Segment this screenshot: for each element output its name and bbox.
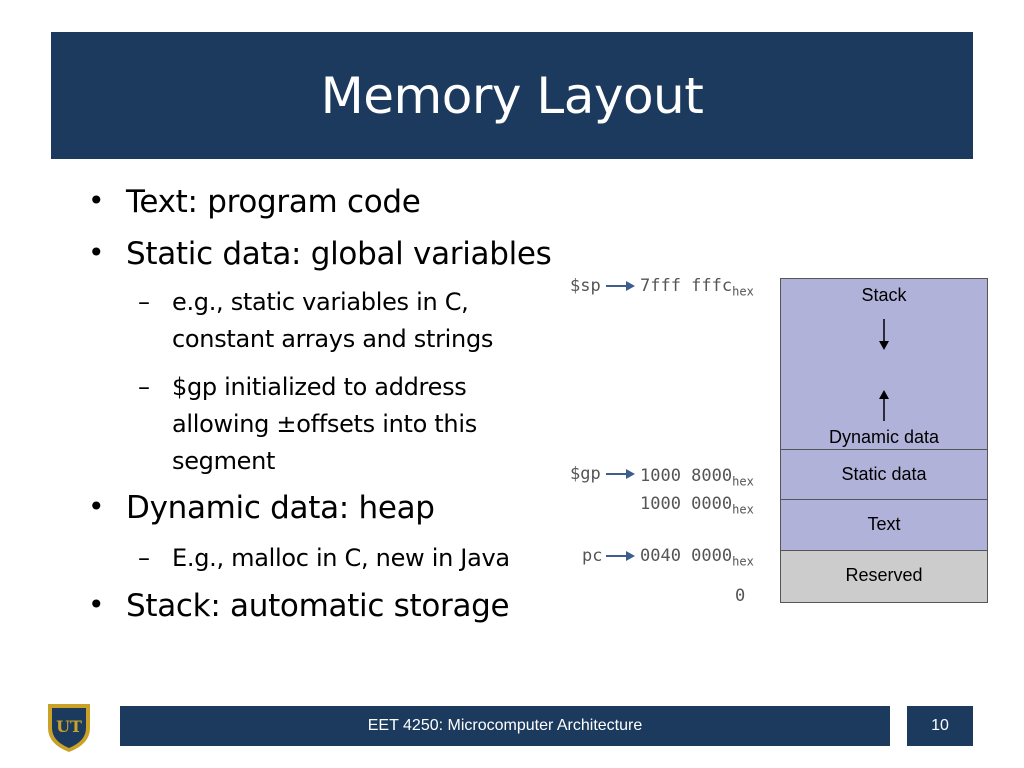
segment-label-text: Text	[867, 514, 901, 534]
address-text-start: 1000 0000hex	[640, 494, 754, 517]
slide-title-bar: Memory Layout	[51, 32, 973, 159]
ut-shield-logo-icon: UT	[48, 704, 90, 752]
page-number: 10	[931, 717, 949, 734]
bullet-text: Static data: global variables	[126, 236, 552, 272]
segment-label-reserved: Reserved	[845, 565, 923, 585]
segment-text: Text	[780, 499, 988, 552]
register-label-gp: $gp	[570, 464, 601, 484]
bullet-text: Stack: automatic storage	[126, 588, 510, 624]
sub-bullet-marker: –	[138, 373, 150, 401]
bullet-text: Dynamic data: heap	[126, 490, 435, 526]
segment-static: Static data	[780, 449, 988, 501]
logo-text: UT	[56, 717, 82, 736]
segment-stack-dynamic: Stack Dynamic data	[780, 278, 988, 451]
footer-course-title: EET 4250: Microcomputer Architecture	[367, 717, 643, 734]
slide-title: Memory Layout	[320, 66, 704, 125]
sub-bullet-marker: –	[138, 544, 150, 572]
memory-layout-diagram: Stack Dynamic data Static data Text Rese…	[560, 270, 1000, 610]
register-label-pc: pc	[582, 546, 603, 566]
segment-label-stack: Stack	[861, 285, 907, 305]
sub-bullet-text: $gp initialized to address allowing ±off…	[172, 373, 477, 475]
arrow-down-icon	[879, 319, 889, 350]
segment-reserved: Reserved	[780, 550, 988, 603]
page-number-box: 10	[907, 706, 973, 746]
bullet-marker: •	[88, 236, 105, 269]
bullet-marker: •	[88, 588, 105, 621]
register-label-sp: $sp	[570, 276, 601, 296]
sub-bullet-marker: –	[138, 288, 150, 316]
address-pc: 0040 0000hex	[640, 546, 754, 569]
address-gp: 1000 8000hex	[640, 466, 754, 489]
pointer-arrow-icon	[606, 281, 635, 291]
segment-label-dynamic: Dynamic data	[828, 427, 940, 447]
address-zero: 0	[735, 586, 746, 606]
pointer-arrow-icon	[606, 469, 635, 479]
sub-bullet-text: e.g., static variables in C, constant ar…	[172, 288, 494, 353]
footer-bar: EET 4250: Microcomputer Architecture	[120, 706, 890, 746]
bullet-marker: •	[88, 490, 105, 523]
sub-bullet-text: E.g., malloc in C, new in Java	[172, 544, 510, 572]
arrow-up-icon	[879, 390, 889, 421]
pointer-arrow-icon	[606, 551, 635, 561]
segment-label-static: Static data	[841, 464, 927, 484]
address-sp: 7fff fffchex	[640, 276, 754, 299]
bullet-marker: •	[88, 184, 105, 217]
bullet-text: Text: program code	[126, 184, 421, 220]
